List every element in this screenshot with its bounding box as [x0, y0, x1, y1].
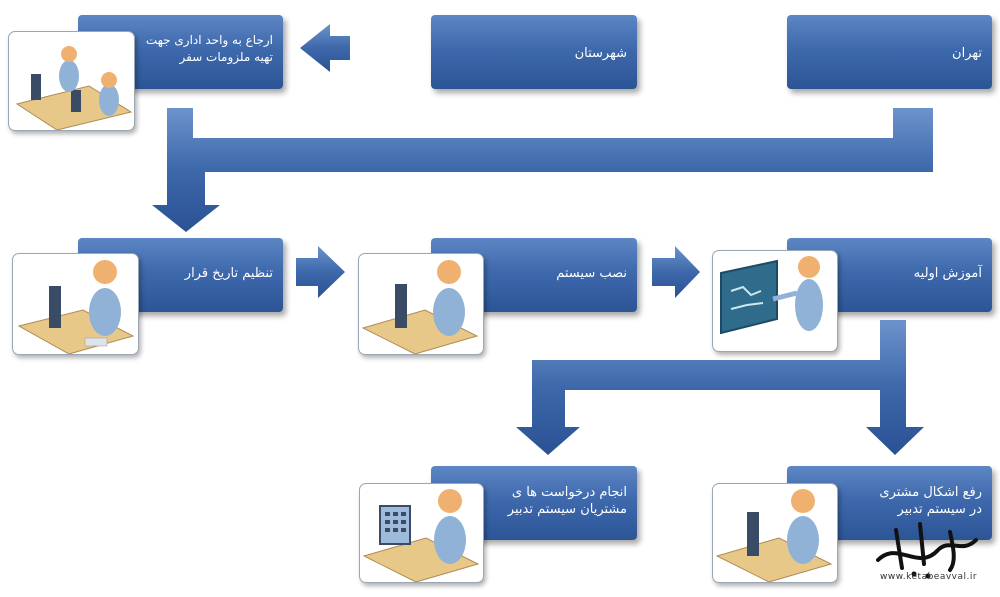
box-tanzim-label: تنظیم تاریخ قرار — [184, 266, 273, 281]
box-rafe-line1: رفع اشکال مشتری — [879, 485, 982, 500]
box-anjam-line1: انجام درخواست ها ی — [511, 485, 627, 500]
icon-worker-install — [358, 253, 484, 355]
arrow-to-erja — [300, 24, 350, 72]
box-shahrestan-label: شهرستان — [574, 46, 627, 61]
logo-url: www.ketabeavval.ir — [880, 572, 978, 582]
box-tehran-label: تهران — [952, 46, 982, 61]
box-erja-line1: ارجاع به واحد اداری جهت — [145, 33, 273, 47]
ketab-avval-logo — [876, 522, 978, 579]
box-rafe-line2: در سیستم تدبیر — [897, 502, 982, 517]
icon-worker-calculator — [359, 483, 484, 583]
box-anjam-line2: مشتریان سیستم تدبیر — [507, 502, 627, 517]
box-nasb-label: نصب سیستم — [556, 266, 627, 281]
box-tehran: تهران — [787, 15, 992, 89]
arrow-to-nasb — [296, 246, 345, 298]
icon-two-workers — [8, 31, 135, 131]
box-shahrestan: شهرستان — [431, 15, 637, 89]
arrow-to-amoozesh — [652, 246, 700, 298]
icon-worker-support — [712, 483, 838, 583]
connector-tehran-to-tanzim — [152, 108, 933, 232]
icon-worker-computer — [12, 253, 139, 355]
icon-teacher-board — [712, 250, 838, 352]
connector-amoozesh-split — [516, 320, 924, 455]
box-erja-line2: تهیه ملزومات سفر — [179, 50, 274, 64]
box-amoozesh-label: آموزش اولیه — [913, 266, 982, 281]
